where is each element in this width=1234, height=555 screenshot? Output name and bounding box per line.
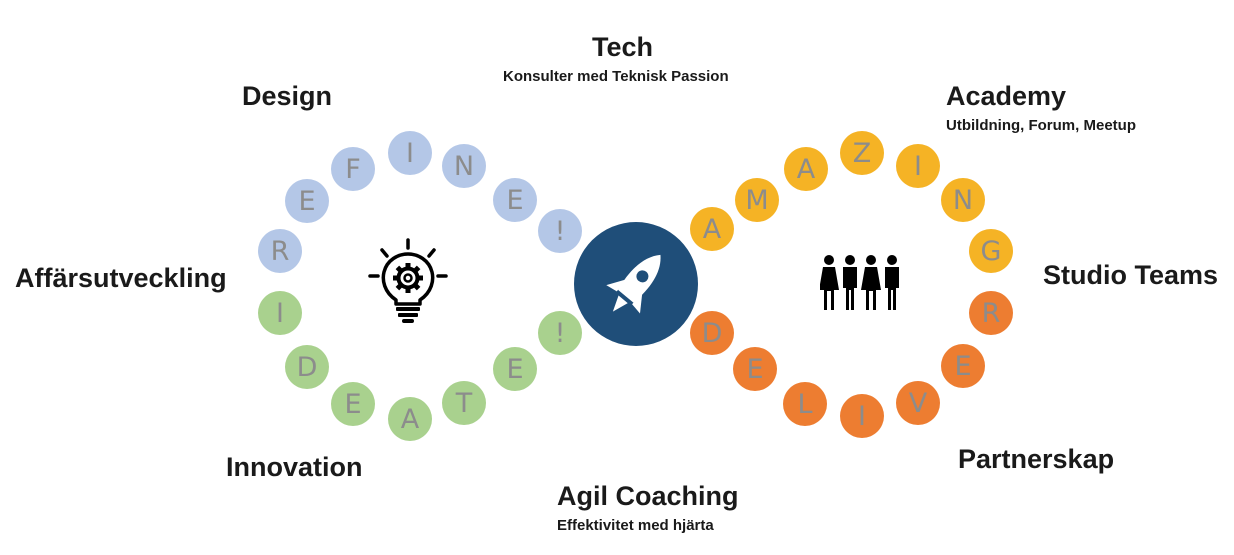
amazing-bubble-g: G: [969, 229, 1013, 273]
amazing-bubble-n: N: [941, 178, 985, 222]
define-bubble-exclaim: !: [538, 209, 582, 253]
design-heading: Design: [242, 81, 333, 111]
rocket-icon: [606, 254, 661, 314]
innovation-heading: Innovation: [226, 452, 363, 482]
ideate-bubble-a: A: [388, 397, 432, 441]
deliver-bubble-e2: E: [941, 344, 985, 388]
ideate-bubble-i: I: [258, 291, 302, 335]
academy-subtitle: Utbildning, Forum, Meetup: [946, 117, 1136, 134]
ideate-bubble-e: E: [331, 382, 375, 426]
amazing-bubble-i: I: [896, 144, 940, 188]
define-bubble-r: R: [258, 229, 302, 273]
partnerskap-heading: Partnerskap: [958, 444, 1115, 474]
deliver-bubble-l: L: [783, 382, 827, 426]
agil-coaching-subtitle: Effektivitet med hjärta: [557, 517, 714, 534]
define-bubble-e2: E: [493, 178, 537, 222]
deliver-bubble-r: R: [969, 291, 1013, 335]
define-bubble-f: F: [331, 147, 375, 191]
people-group-icon: [820, 255, 899, 310]
academy-heading: Academy: [946, 81, 1067, 111]
define-bubble-n: N: [442, 144, 486, 188]
deliver-bubble-d: D: [690, 311, 734, 355]
deliver-bubble-v: V: [896, 381, 940, 425]
amazing-bubble-a2: A: [784, 147, 828, 191]
amazing-bubble-m: M: [735, 178, 779, 222]
ideate-bubble-exclaim: !: [538, 311, 582, 355]
affarsutveckling-heading: Affärsutveckling: [15, 263, 227, 293]
define-bubble-i: I: [388, 131, 432, 175]
deliver-bubble-i: I: [840, 394, 884, 438]
lightbulb-gear-icon: [368, 238, 448, 323]
center-circle: [574, 222, 698, 346]
amazing-bubble-z: Z: [840, 131, 884, 175]
ideate-bubble-e2: E: [493, 347, 537, 391]
agil-coaching-heading: Agil Coaching: [557, 481, 739, 511]
ideate-bubble-d: D: [285, 345, 329, 389]
ideate-bubble-t: T: [442, 381, 486, 425]
amazing-bubble-a: A: [690, 207, 734, 251]
studio-teams-heading: Studio Teams: [1043, 260, 1219, 290]
define-bubble-e: E: [285, 179, 329, 223]
deliver-bubble-e: E: [733, 347, 777, 391]
tech-subtitle: Konsulter med Teknisk Passion: [503, 68, 729, 85]
tech-heading: Tech: [592, 32, 654, 62]
